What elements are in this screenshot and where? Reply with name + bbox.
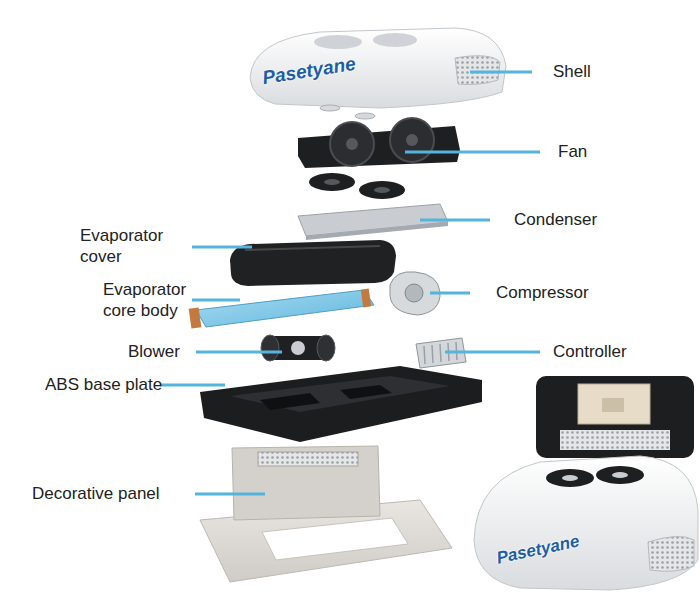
back-view-grille — [560, 430, 670, 450]
blower-wheel — [317, 335, 335, 361]
fan-grille — [309, 173, 355, 191]
part-label: Blower — [128, 341, 180, 362]
evaporator-cover-part — [230, 240, 396, 286]
product-fan — [596, 466, 644, 484]
product-shell — [474, 456, 698, 590]
leader-line — [192, 299, 240, 302]
panel-duct — [232, 446, 380, 520]
copper-tube — [361, 289, 371, 308]
core-fins — [196, 290, 374, 327]
panel-vent — [258, 452, 358, 466]
part-label: Evaporator core body — [103, 279, 203, 321]
part-label: Condenser — [514, 209, 597, 230]
blower-wheel — [261, 335, 279, 361]
leader-line — [160, 384, 225, 387]
part-label: ABS base plate — [45, 374, 162, 395]
product-fan — [546, 469, 594, 487]
condenser-edge — [306, 222, 448, 240]
part-label: Decorative panel — [32, 483, 160, 504]
base-plate-body — [200, 366, 482, 442]
leader-line — [405, 151, 540, 154]
leader-line — [420, 219, 490, 222]
fan-hub — [346, 138, 358, 150]
product-grille — [648, 536, 694, 571]
leader-line — [196, 351, 282, 354]
product-fan-hub — [562, 475, 578, 481]
blower-part — [261, 335, 335, 361]
product-view — [474, 456, 698, 590]
decorative-panel-part — [200, 446, 452, 582]
fan-rotor — [330, 122, 374, 166]
part-label: Compressor — [496, 282, 589, 303]
leader-line — [430, 292, 470, 295]
fan-grille-hub — [374, 187, 390, 193]
fan-grille-hub — [324, 179, 340, 185]
shell-opening — [373, 33, 417, 47]
part-label: Controller — [553, 341, 627, 362]
leader-line — [445, 351, 540, 354]
fan-rotor — [390, 118, 434, 162]
panel-opening — [262, 518, 408, 560]
part-label: Fan — [558, 141, 587, 162]
base-plate-cutout — [260, 385, 392, 410]
shell-body — [250, 28, 506, 108]
fan-frame — [298, 126, 460, 168]
back-view-connector — [602, 398, 624, 412]
shell-opening — [314, 35, 362, 49]
base-plate-recess — [230, 376, 450, 412]
condenser-part — [298, 204, 448, 240]
evaporator-cover-body — [230, 240, 396, 286]
back-view — [536, 376, 694, 458]
leader-line — [192, 246, 252, 249]
seal-disc — [320, 105, 340, 111]
evaporator-core-part — [189, 289, 374, 329]
shell-grille — [455, 56, 500, 85]
compressor-pulley — [405, 284, 423, 302]
fan-grille — [359, 181, 405, 199]
shell-part — [250, 28, 506, 119]
base-plate-part — [200, 366, 482, 442]
fan-hub — [406, 134, 418, 146]
part-label: Shell — [553, 61, 591, 82]
back-view-panel — [578, 384, 650, 424]
cover-highlight — [245, 246, 380, 250]
seal-disc — [355, 113, 375, 119]
fan-part — [298, 118, 460, 168]
back-view-body — [536, 376, 694, 458]
product-fan-hub — [612, 472, 628, 478]
fan-grilles — [309, 173, 405, 199]
leader-lines — [160, 72, 540, 494]
part-label: Evaporator cover — [80, 225, 185, 267]
copper-tube — [189, 307, 202, 328]
leader-line — [470, 71, 532, 74]
leader-line — [195, 493, 265, 496]
blower-motor — [291, 341, 305, 355]
